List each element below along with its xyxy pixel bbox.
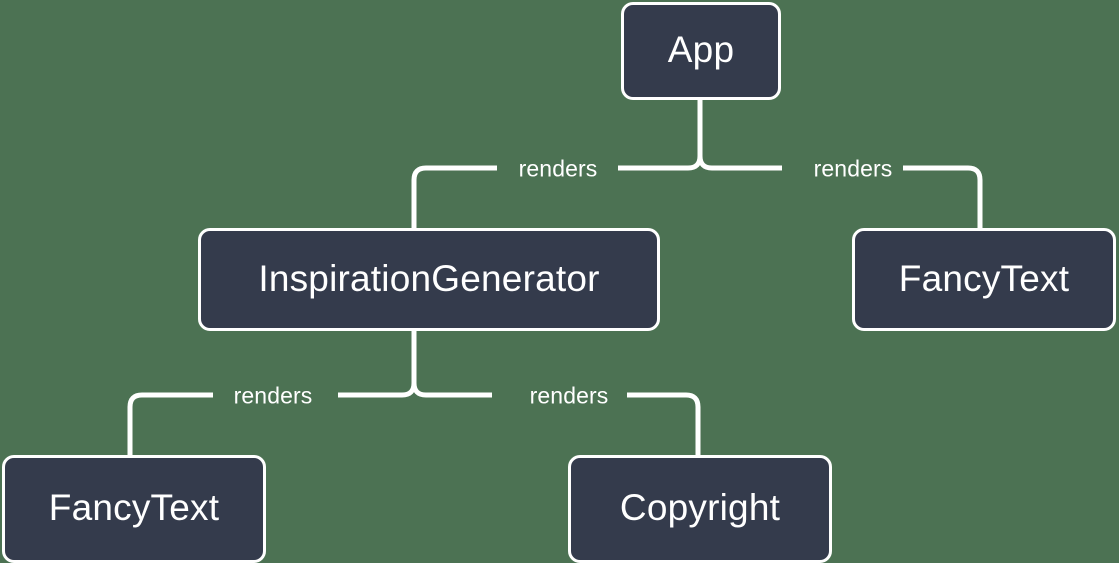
node-inspiration-generator-label: InspirationGenerator [258, 257, 600, 299]
node-fancytext-left[interactable]: FancyText [2, 455, 266, 563]
node-app-label: App [667, 29, 735, 70]
edge-inspiration-to-copyright [627, 392, 701, 455]
edge-app-junction-left [618, 155, 703, 171]
edge-inspiration-junction-left [338, 382, 417, 398]
node-fancytext-left-label: FancyText [48, 487, 220, 528]
edge-label-app-to-inspiration: renders [518, 155, 598, 182]
node-copyright[interactable]: Copyright [568, 455, 832, 563]
node-copyright-label: Copyright [619, 487, 781, 528]
edge-label-app-to-fancytext: renders [813, 155, 893, 182]
edge-app-to-fancytext [903, 165, 983, 228]
node-inspiration-generator[interactable]: InspirationGenerator [198, 228, 660, 331]
edge-app-to-inspiration [411, 165, 497, 228]
edge-inspiration-to-fancytext [127, 392, 213, 455]
node-app[interactable]: App [621, 2, 781, 100]
edge-inspiration-junction-right [411, 382, 492, 398]
node-fancytext-right-label: FancyText [898, 257, 1070, 299]
edge-label-inspiration-to-fancytext: renders [233, 382, 313, 409]
node-fancytext-right[interactable]: FancyText [852, 228, 1116, 331]
edge-app-junction-right [697, 155, 782, 171]
edge-label-inspiration-to-copyright: renders [529, 382, 609, 409]
